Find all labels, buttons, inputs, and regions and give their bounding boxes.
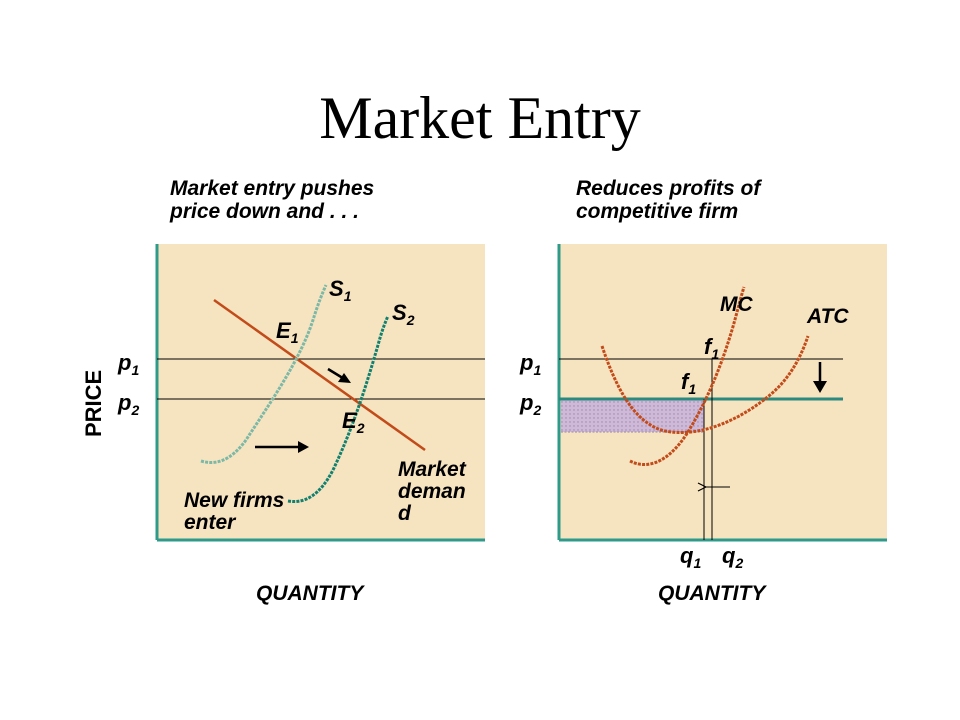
left-p1-label: p1 (117, 350, 139, 378)
atc-label: ATC (806, 305, 849, 328)
right-plot-background (559, 244, 887, 540)
new-firms-enter-label: New firms enter (184, 489, 290, 534)
slide-title: Market Entry (319, 85, 641, 151)
e2-label: E2 (342, 408, 365, 436)
f1-upper-label: f1 (704, 334, 719, 362)
right-p2-label: p2 (519, 390, 541, 418)
right-x-axis-label: QUANTITY (658, 582, 767, 605)
supply-curve-s1 (200, 284, 328, 464)
supply-shift-arrow-head (338, 373, 351, 383)
new-firms-arrow-head (298, 441, 309, 453)
market-demand-curve (213, 298, 426, 452)
left-caption: Market entry pushes price down and . . . (170, 177, 375, 223)
right-p1-label: p1 (519, 350, 541, 378)
mc-curve (629, 286, 746, 466)
supply-curve-s2 (287, 315, 390, 504)
right-caption: Reduces profits of competitive firm (576, 177, 761, 223)
s2-label: S2 (392, 300, 415, 328)
price-drop-arrow-head (813, 381, 827, 393)
mc-label: MC (720, 293, 753, 316)
left-p2-label: p2 (117, 390, 139, 418)
s1-label: S1 (329, 276, 352, 304)
q2-label: q2 (722, 543, 743, 571)
e1-label: E1 (276, 318, 299, 346)
market-demand-label: Market deman d (398, 458, 472, 525)
q1-label: q1 (680, 543, 701, 571)
price-axis-label: PRICE (81, 370, 106, 437)
left-x-axis-label: QUANTITY (256, 582, 365, 605)
atc-curve (600, 335, 810, 434)
profit-area (561, 399, 704, 432)
f1-lower-label: f1 (681, 369, 696, 397)
